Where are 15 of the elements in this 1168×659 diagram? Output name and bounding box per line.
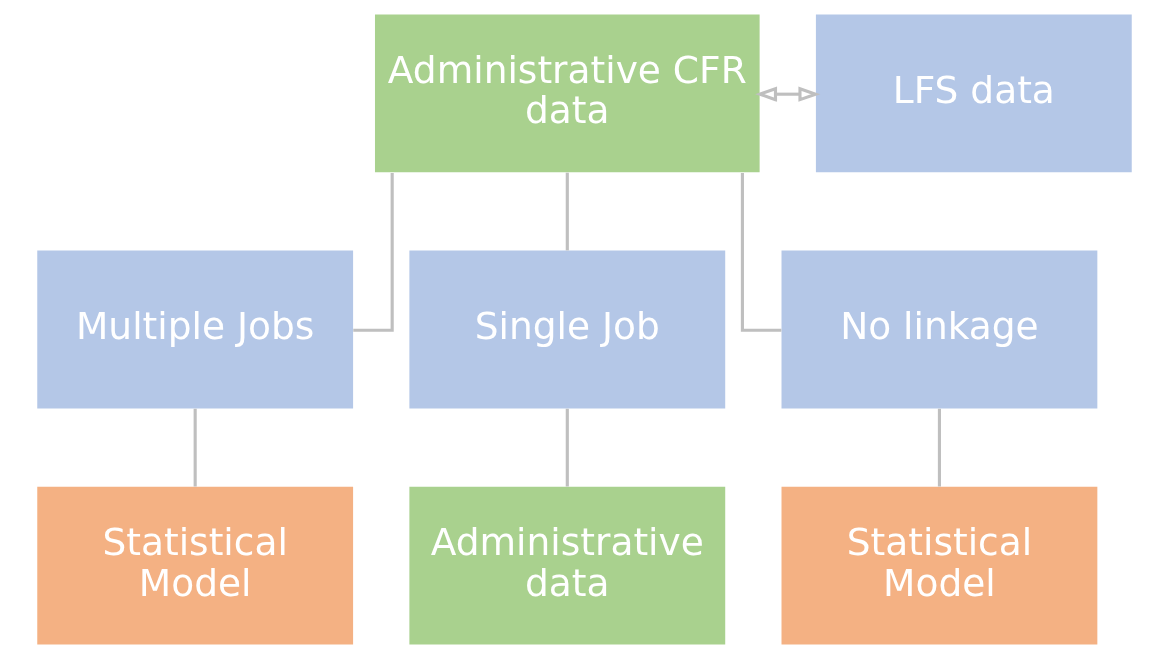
node-box: No linkage (781, 250, 1097, 409)
connector (565, 172, 569, 251)
node-box: Administrative data (408, 486, 725, 645)
connector (937, 408, 941, 487)
arrow (754, 86, 820, 102)
connector (193, 408, 197, 487)
node-box: Multiple Jobs (36, 250, 353, 409)
node-box: Administrative CFR data (374, 14, 760, 173)
connector (565, 408, 569, 487)
connector (352, 172, 394, 332)
node-box: Statistical Model (36, 486, 353, 645)
node-box: LFS data (815, 14, 1132, 173)
node-box: Statistical Model (781, 486, 1097, 645)
connector (740, 172, 781, 332)
node-box: Single Job (408, 250, 725, 409)
